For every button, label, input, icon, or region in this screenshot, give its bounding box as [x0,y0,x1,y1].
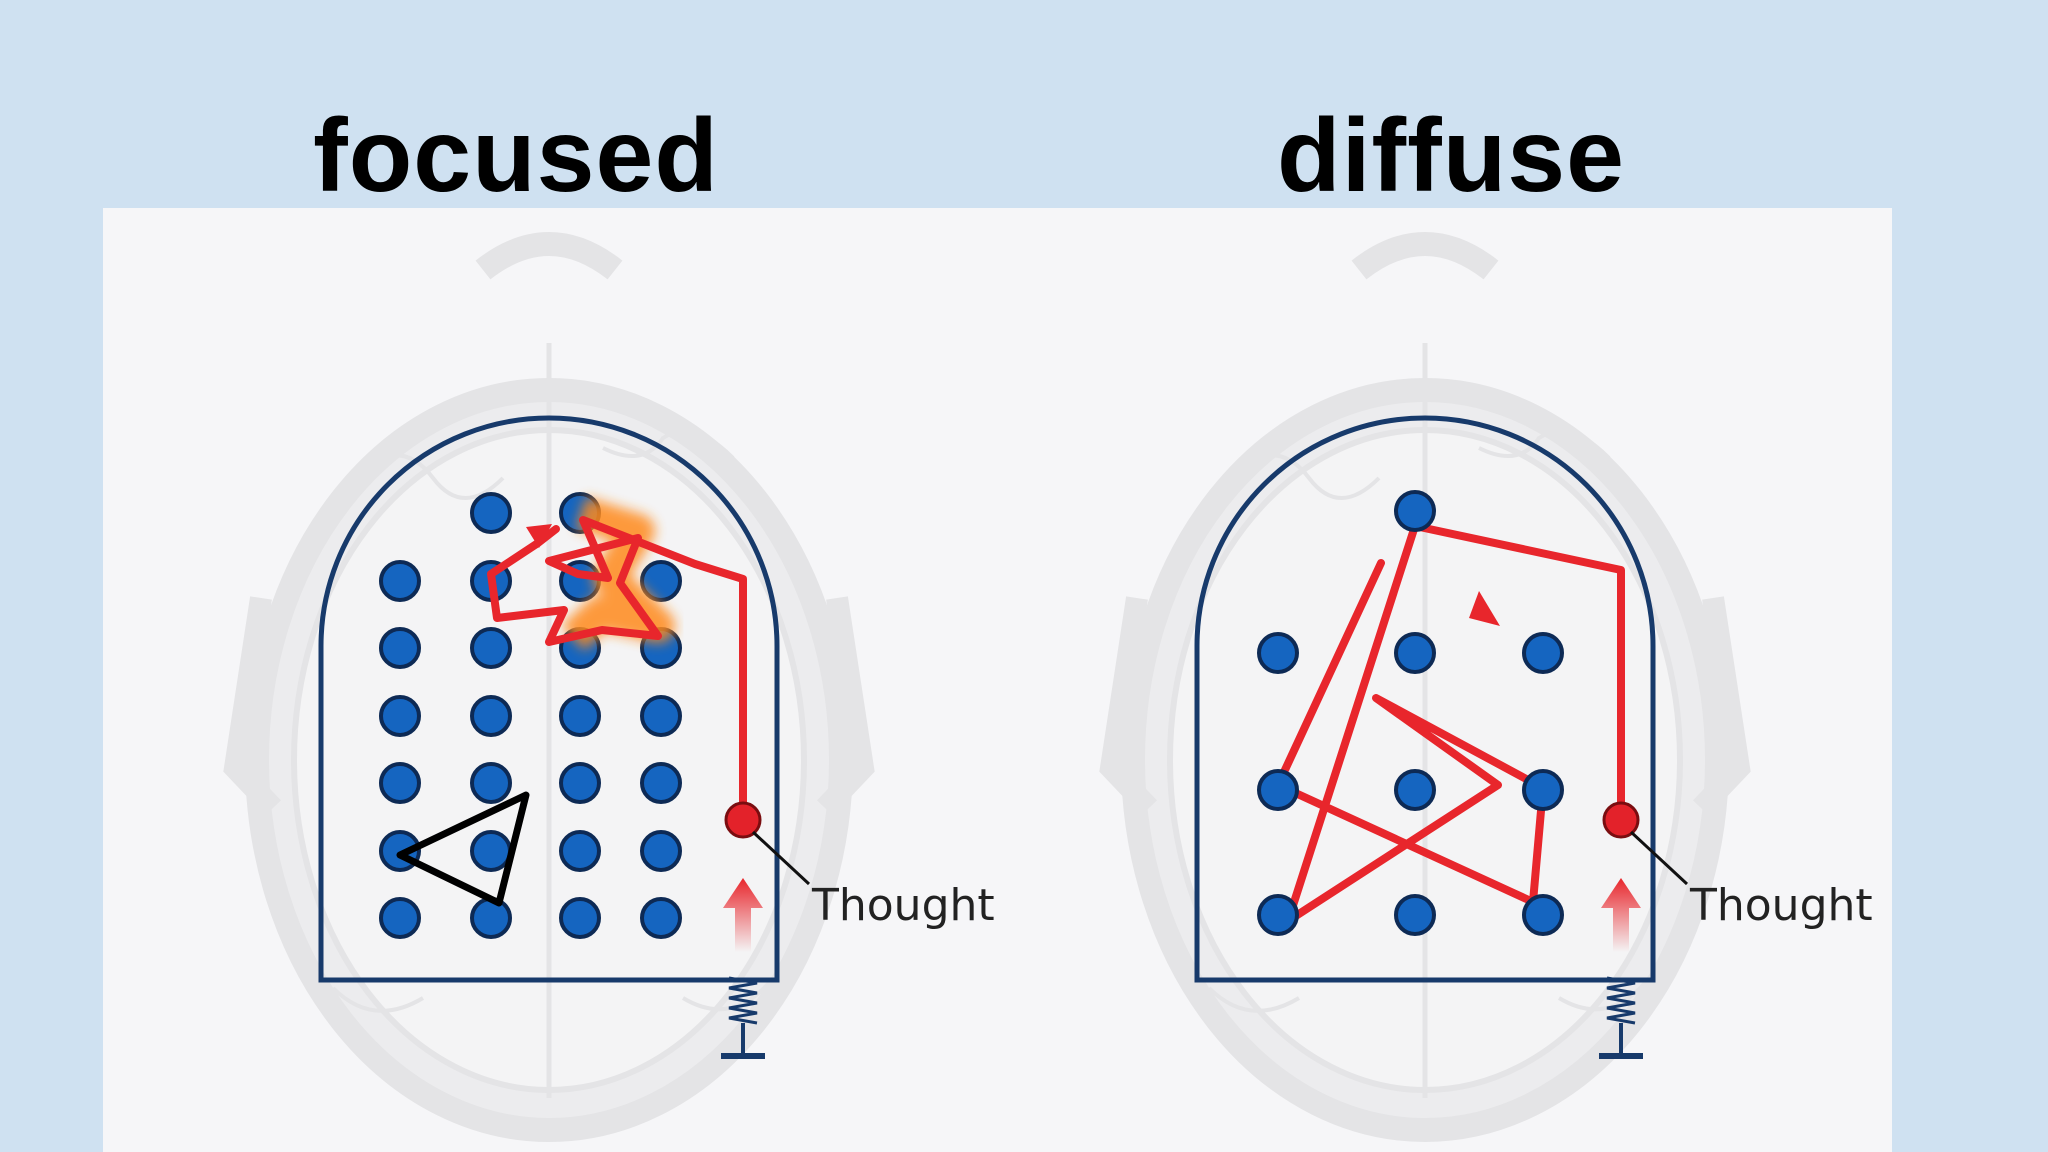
diffuse-thought-label: Thought [1689,880,1873,931]
focused-node-24 [470,897,512,939]
diffuse-node-5 [1257,769,1299,811]
diffuse-diagram: Thought [1099,232,1873,1142]
focused-thought-node [724,801,762,839]
diffuse-thought-pointer [1629,830,1689,886]
diffuse-node-9 [1394,894,1436,936]
focused-node-16 [470,762,512,804]
diffuse-node-2 [1257,632,1299,674]
focused-node-20 [470,830,512,872]
focused-frame [318,415,780,983]
brain-outline [1099,232,1751,1142]
focused-node-1 [470,492,512,534]
brain-outline [223,232,875,1142]
focused-node-11 [379,695,421,737]
diffuse-node-1 [1394,490,1436,532]
title-focused: focused [313,98,719,214]
focused-node-6 [640,560,682,602]
focused-node-14 [640,695,682,737]
diffuse-arrowhead [1469,591,1500,626]
diffuse-node-6 [1394,769,1436,811]
focused-pattern [396,791,530,907]
focused-thought-pointer [751,830,811,886]
focused-thought-path [487,516,747,824]
title-diffuse: diffuse [1277,98,1625,214]
focused-node-21 [559,830,601,872]
diffuse-spring [1599,878,1643,1059]
diffuse-node-8 [1257,894,1299,936]
focused-node-22 [640,830,682,872]
diagram-panel: Thought T [103,208,1892,1152]
diagrams-svg: Thought T [223,232,1873,1142]
diffuse-thought-node [1602,801,1640,839]
focused-node-7 [379,627,421,669]
diffuse-thought-path [1274,522,1625,925]
diffuse-node-7 [1522,769,1564,811]
focused-node-13 [559,695,601,737]
focused-spring [721,878,765,1059]
focused-node-18 [640,762,682,804]
focused-node-17 [559,762,601,804]
diffuse-nodes [1257,490,1564,936]
focused-diagram: Thought [223,232,995,1142]
focused-node-26 [640,897,682,939]
focused-thought-label: Thought [811,880,995,931]
diffuse-frame [1194,415,1656,983]
diffuse-node-4 [1522,632,1564,674]
focused-node-25 [559,897,601,939]
focused-arrowhead [526,524,552,548]
focused-node-8 [470,627,512,669]
focused-node-3 [379,560,421,602]
focused-node-15 [379,762,421,804]
focused-node-23 [379,897,421,939]
diffuse-node-3 [1394,632,1436,674]
focused-node-12 [470,695,512,737]
diffuse-node-10 [1522,894,1564,936]
